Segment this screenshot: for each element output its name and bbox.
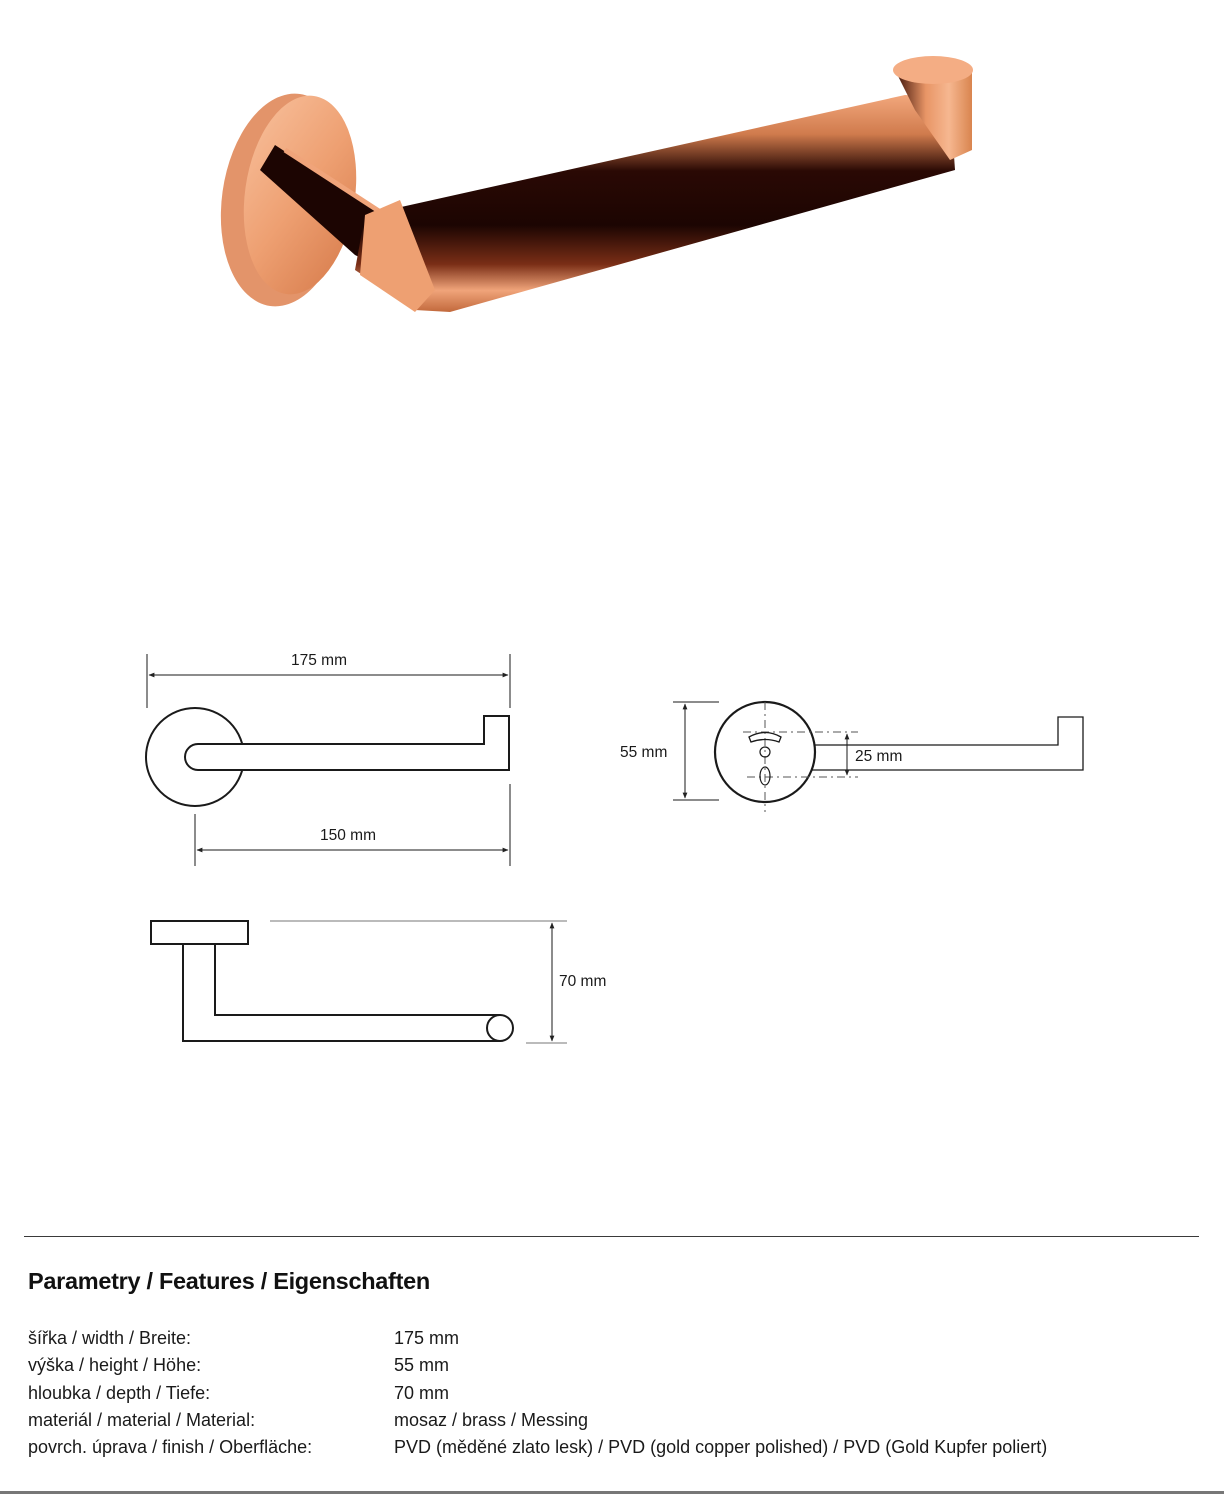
features-title: Parametry / Features / Eigenschaften [28, 1268, 430, 1294]
dim-arm-label: 150 mm [320, 827, 376, 844]
feature-row-finish: povrch. úprava / finish / Oberfläche: PV… [28, 1436, 1047, 1463]
feature-row-material: materiál / material / Material: mosaz / … [28, 1409, 1047, 1436]
product-photo [220, 56, 973, 312]
top-view-drawing [150, 920, 567, 1044]
feature-label: výška / height / Höhe: [28, 1355, 202, 1376]
feature-value: 175 mm [394, 1328, 460, 1348]
feature-label: materiál / material / Material: [28, 1409, 256, 1430]
feature-value: PVD (měděné zlato lesk) / PVD (gold copp… [394, 1437, 1048, 1458]
dim-height-label: 55 mm [620, 744, 668, 761]
feature-row-height: výška / height / Höhe: 55 mm [28, 1354, 1047, 1381]
bottom-divider [0, 1491, 1224, 1494]
feature-row-width: šířka / width / Breite: 175 mm [28, 1327, 1047, 1354]
section-divider [24, 1236, 1199, 1237]
dim-width-label: 175 mm [291, 652, 347, 669]
feature-value: 55 mm [394, 1355, 450, 1376]
dim-depth-label: 70 mm [559, 973, 607, 990]
feature-value: mosaz / brass / Messing [394, 1409, 589, 1430]
features-table: šířka / width / Breite: 175 mm výška / h… [28, 1327, 1047, 1463]
feature-row-depth: hloubka / depth / Tiefe: 70 mm [28, 1382, 1047, 1409]
dim-holes-label: 25 mm [855, 748, 903, 765]
feature-label: šířka / width / Breite: [28, 1328, 192, 1348]
feature-label: povrch. úprava / finish / Oberfläche: [28, 1437, 313, 1458]
feature-label: hloubka / depth / Tiefe: [28, 1382, 211, 1403]
feature-value: 70 mm [394, 1382, 450, 1403]
